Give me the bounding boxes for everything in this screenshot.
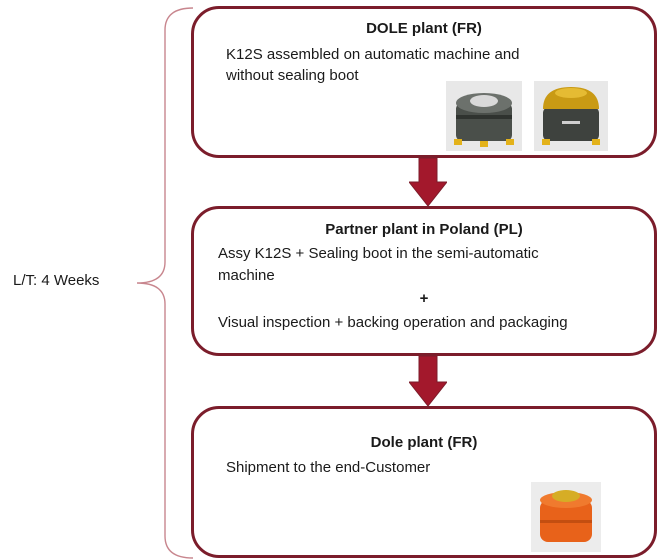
dark-unsealed-k12s-part — [446, 81, 522, 151]
step-title: Partner plant in Poland (PL) — [325, 221, 523, 238]
orange-sealed-k12s-part — [531, 482, 601, 552]
step-title: Dole plant (FR) — [370, 434, 478, 451]
step-text-line: Shipment to the end-Customer — [226, 459, 431, 476]
step-partner-plant-poland: Partner plant in Poland (PL) Assy K12S +… — [191, 206, 657, 356]
lead-time-label: L/T: 4 Weeks — [13, 272, 100, 289]
lead-time-brace — [136, 7, 194, 559]
step-text-line: K12S assembled on automatic machine and — [226, 46, 520, 63]
step-text-line: Visual inspection + backing operation an… — [218, 314, 568, 331]
plus-sign: + — [419, 290, 429, 307]
step-title: DOLE plant (FR) — [366, 20, 482, 37]
step-text-line: Assy K12S + Sealing boot in the semi-aut… — [218, 245, 539, 262]
step-text-line: without sealing boot — [226, 67, 359, 84]
flow-arrow-down — [409, 158, 447, 206]
step-dole-plant-assembly: DOLE plant (FR) K12S assembled on automa… — [191, 6, 657, 158]
step-dole-plant-shipment: Dole plant (FR) Shipment to the end-Cust… — [191, 406, 657, 558]
flow-arrow-down — [409, 356, 447, 406]
step-text-line: machine — [218, 267, 275, 284]
gold-top-k12s-part — [534, 81, 608, 151]
